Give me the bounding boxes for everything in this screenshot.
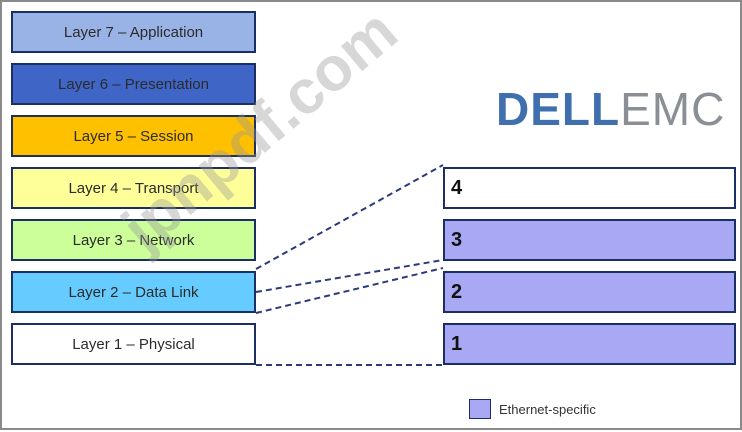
legend-label: Ethernet-specific [499,401,596,417]
osi-layer-1-label: Layer 1 – Physical [72,335,195,353]
logo-part-dell: DELL [496,83,621,135]
osi-layer-6-label: Layer 6 – Presentation [58,75,209,93]
logo-part-emc: EMC [620,83,726,135]
connector-line-mid-b [255,267,444,314]
ethernet-layer-1: 1 [443,323,736,365]
osi-layer-1: Layer 1 – Physical [11,323,256,365]
ethernet-layer-3-label: 3 [451,228,463,251]
osi-layer-3-label: Layer 3 – Network [72,231,195,249]
ethernet-layer-3: 3 [443,219,736,261]
ethernet-layer-2: 2 [443,271,736,313]
ethernet-layer-4: 4 [443,167,736,209]
osi-layer-2-label: Layer 2 – Data Link [68,283,199,301]
osi-layer-5-label: Layer 5 – Session [73,127,194,145]
legend: Ethernet-specific [469,399,596,419]
dell-emc-logo: DELLEMC [496,86,725,132]
legend-area [2,378,740,428]
osi-layer-6: Layer 6 – Presentation [11,63,256,105]
ethernet-layer-4-label: 4 [451,176,463,199]
osi-layer-7-label: Layer 7 – Application [63,23,204,41]
connector-line-mid-a [255,259,444,293]
connector-line-top [255,164,444,270]
ethernet-layer-2-label: 2 [451,280,463,303]
osi-layer-3: Layer 3 – Network [11,219,256,261]
legend-swatch [469,399,491,419]
osi-layer-2: Layer 2 – Data Link [11,271,256,313]
osi-layer-4-label: Layer 4 – Transport [68,179,199,197]
ethernet-layer-1-label: 1 [451,332,463,355]
osi-layer-5: Layer 5 – Session [11,115,256,157]
osi-layer-7: Layer 7 – Application [11,11,256,53]
osi-layer-4: Layer 4 – Transport [11,167,256,209]
